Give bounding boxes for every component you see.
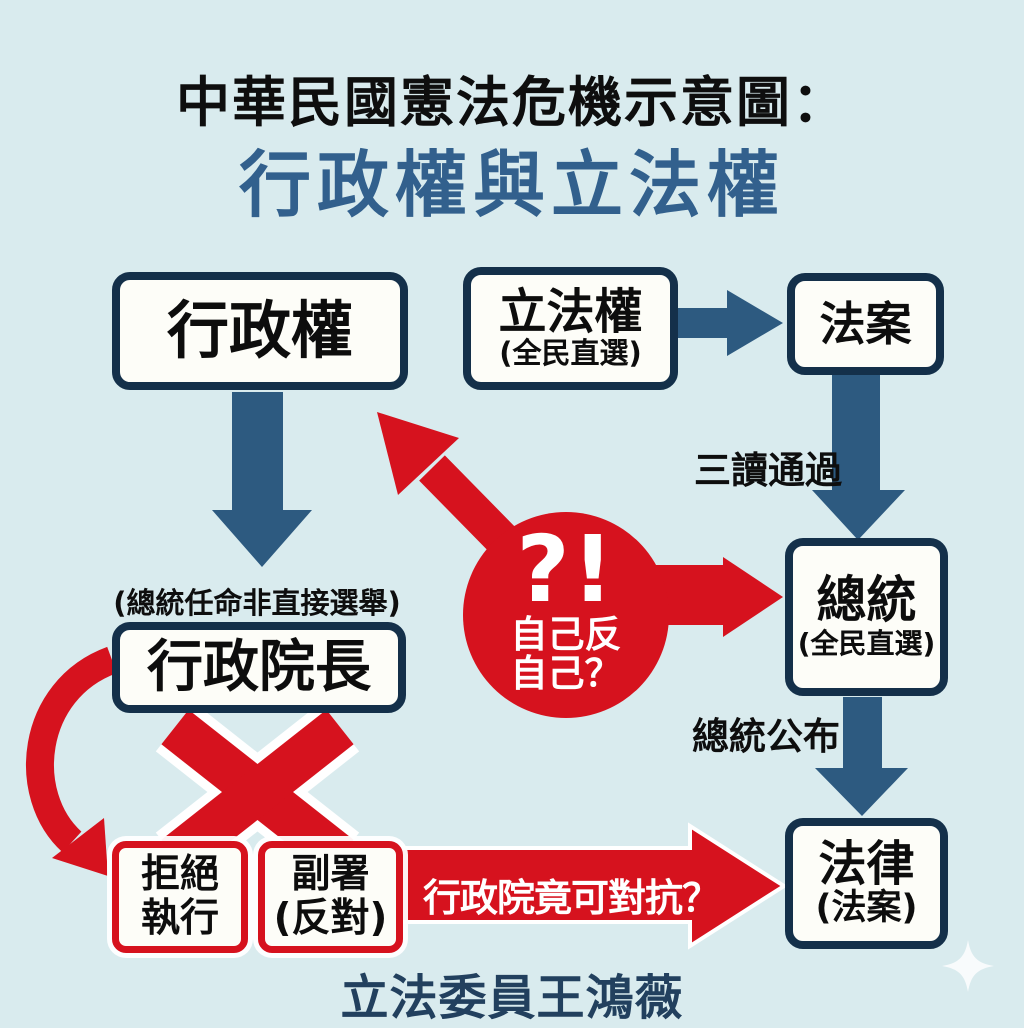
node-legislative-power: 立法權 (全民直選) [463, 267, 678, 390]
node-bill: 法案 [787, 273, 944, 375]
resist-question-label: 行政院竟可對抗？ [422, 876, 720, 920]
node-refuse-execute: 拒絕 執行 [112, 841, 248, 953]
node-refuse-execute-line1: 拒絕 [140, 852, 219, 898]
page-title: 中華民國憲法危機示意圖： [176, 71, 848, 134]
node-premier-label: 行政院長 [147, 634, 371, 700]
arrow-premier-curve-icon [26, 646, 118, 853]
third-reading-label: 三讀通過 [694, 449, 842, 492]
node-legislative-power-sub: (全民直選) [499, 336, 642, 371]
node-countersign-line1: 副署 [291, 852, 370, 898]
node-law-sub: (法案) [815, 888, 918, 929]
node-executive-power-label: 行政權 [166, 294, 353, 368]
crisis-text-line1: 自己反 [510, 613, 622, 656]
credit-author: 立法委員王鴻薇 [340, 970, 684, 1026]
arrow-crisis-to-executive-head-icon [377, 412, 459, 495]
node-law-label: 法律 [818, 836, 915, 893]
crisis-text-line2: 自己？ [510, 651, 622, 695]
rejection-x-icon [155, 702, 360, 882]
node-premier: 行政院長 [112, 622, 406, 713]
node-president-sub: (全民直選) [797, 627, 936, 661]
crisis-circle-icon [463, 512, 669, 718]
crisis-badge: ?! 自己反 自己？ [464, 524, 668, 694]
arrow-legislative-to-bill-icon [677, 290, 783, 356]
arrow-premier-curve-head-icon [52, 818, 108, 876]
node-legislative-power-label: 立法權 [498, 284, 643, 341]
page-subtitle: 行政權與立法權 [238, 143, 785, 227]
arrow-bill-to-president-icon [812, 375, 905, 540]
node-bill-label: 法案 [819, 296, 912, 351]
arrow-executive-down-icon [212, 392, 312, 567]
node-countersign: 副署 (反對) [258, 841, 403, 953]
premier-appointment-note: (總統任命非直接選舉) [113, 586, 401, 620]
arrow-resist-to-law-icon [398, 822, 788, 950]
arrow-crisis-to-president-head-icon [723, 557, 783, 637]
node-law: 法律 (法案) [785, 818, 948, 949]
node-refuse-execute-line2: 執行 [140, 896, 219, 941]
node-president: 總統 (全民直選) [785, 538, 948, 696]
sparkle-icon [942, 940, 994, 992]
arrow-president-to-law-icon [815, 697, 908, 816]
node-executive-power: 行政權 [112, 272, 408, 390]
president-promulgates-label: 總統公布 [692, 715, 840, 758]
node-president-label: 總統 [816, 571, 917, 630]
crisis-interrobang: ?! [516, 516, 616, 623]
node-countersign-line2: (反對) [273, 896, 388, 941]
